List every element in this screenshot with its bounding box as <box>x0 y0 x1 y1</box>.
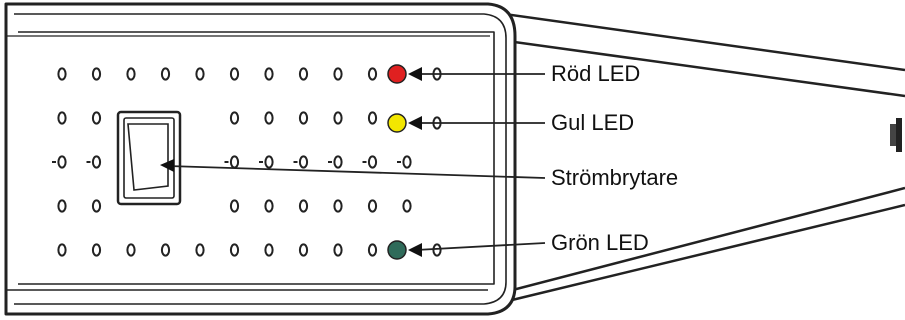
leader-line-red-led <box>408 67 545 81</box>
vent-hole <box>126 67 136 81</box>
yellow-led <box>387 113 407 133</box>
vent-hole <box>160 243 171 257</box>
label-power-switch: Strömbrytare <box>551 165 679 190</box>
vent-hole <box>298 199 309 213</box>
vent-hole <box>402 199 412 213</box>
vent-holes-grid <box>52 67 442 257</box>
vent-hole <box>57 111 67 125</box>
vent-hole <box>264 155 274 169</box>
vent-hole <box>91 155 102 169</box>
device-front-panel <box>4 2 517 316</box>
vent-hole <box>264 67 274 81</box>
vent-hole <box>57 67 67 81</box>
power-switch <box>116 110 182 206</box>
side-connector-icon <box>890 118 902 152</box>
vent-hole <box>126 243 136 257</box>
red-led <box>387 64 407 84</box>
vent-hole <box>229 199 240 213</box>
vent-hole <box>57 155 67 169</box>
vent-hole <box>333 155 343 169</box>
vent-hole <box>333 199 343 213</box>
device-side-panel <box>489 10 905 302</box>
vent-hole <box>402 155 412 169</box>
vent-hole <box>57 199 67 213</box>
vent-hole <box>367 111 378 125</box>
leader-line-power-switch <box>160 159 546 179</box>
vent-hole <box>367 199 378 213</box>
leader-line-green-led <box>408 242 546 257</box>
vent-hole <box>367 67 378 81</box>
vent-hole <box>57 243 67 257</box>
vent-hole <box>229 111 240 125</box>
green-led <box>387 240 407 260</box>
vent-hole <box>160 67 171 81</box>
label-yellow-led: Gul LED <box>551 110 635 135</box>
vent-hole <box>298 155 309 169</box>
vent-hole <box>298 243 309 257</box>
vent-hole <box>333 243 343 257</box>
vent-hole <box>91 67 102 81</box>
vent-hole <box>367 155 378 169</box>
vent-hole <box>264 243 274 257</box>
label-green-led: Grön LED <box>551 230 649 255</box>
vent-hole <box>229 243 240 257</box>
vent-hole <box>298 111 309 125</box>
vent-hole <box>229 67 240 81</box>
label-red-led: Röd LED <box>551 61 641 86</box>
leader-line-yellow-led <box>408 116 545 130</box>
vent-hole <box>264 111 274 125</box>
vent-hole <box>91 199 102 213</box>
vent-hole <box>195 67 205 81</box>
vent-hole <box>367 243 378 257</box>
vent-hole <box>195 243 205 257</box>
vent-hole <box>298 67 309 81</box>
vent-hole <box>333 111 343 125</box>
vent-hole <box>333 67 343 81</box>
vent-hole <box>91 243 102 257</box>
vent-hole <box>91 111 102 125</box>
vent-hole <box>432 243 442 257</box>
vent-hole <box>264 199 274 213</box>
